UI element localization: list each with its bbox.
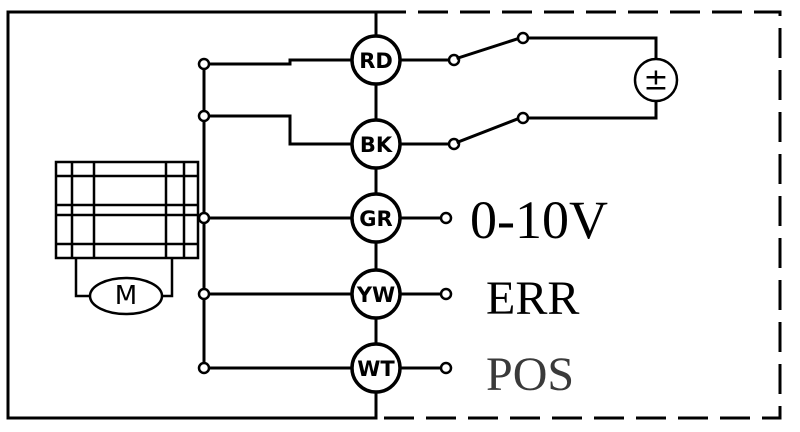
junction-node [197,211,211,225]
terminal-label: YW [356,283,395,307]
valve-actuator [54,160,200,298]
junction-node [197,57,211,71]
signal-label-gr: 0-10V [470,190,608,250]
switch-lever-bk [456,116,522,144]
plus-minus-icon: ± [643,63,668,98]
terminal-label: RD [359,49,393,73]
motor-symbol: M [88,276,164,316]
switch-lever-rd [456,36,522,60]
signal-label-yw: ERR [486,272,579,325]
signal-node [439,211,453,225]
terminal-gr: GR [350,192,402,244]
external-boundary [376,10,782,420]
terminal-yw: YW [350,268,402,320]
terminal-wt: WT [350,342,402,394]
terminal-label: BK [360,133,393,157]
terminal-label: GR [359,207,392,231]
junction-node [197,287,211,301]
signal-node [439,287,453,301]
motor-label: M [115,281,137,311]
wire-supply-bottom [526,98,658,120]
terminal-rd: RD [350,34,402,86]
terminal-label: WT [357,357,395,381]
signal-node [439,361,453,375]
wire-supply-top [526,36,658,62]
switch-contact [447,137,461,151]
terminal-bk: BK [350,118,402,170]
power-supply-symbol: ± [633,57,679,103]
wire-rd [202,58,352,66]
junction-node [197,109,211,123]
junction-node [197,361,211,375]
signal-label-wt: POS [486,348,574,401]
enclosure-outline [6,10,378,420]
switch-contact [447,53,461,67]
wire-bk [202,114,352,146]
